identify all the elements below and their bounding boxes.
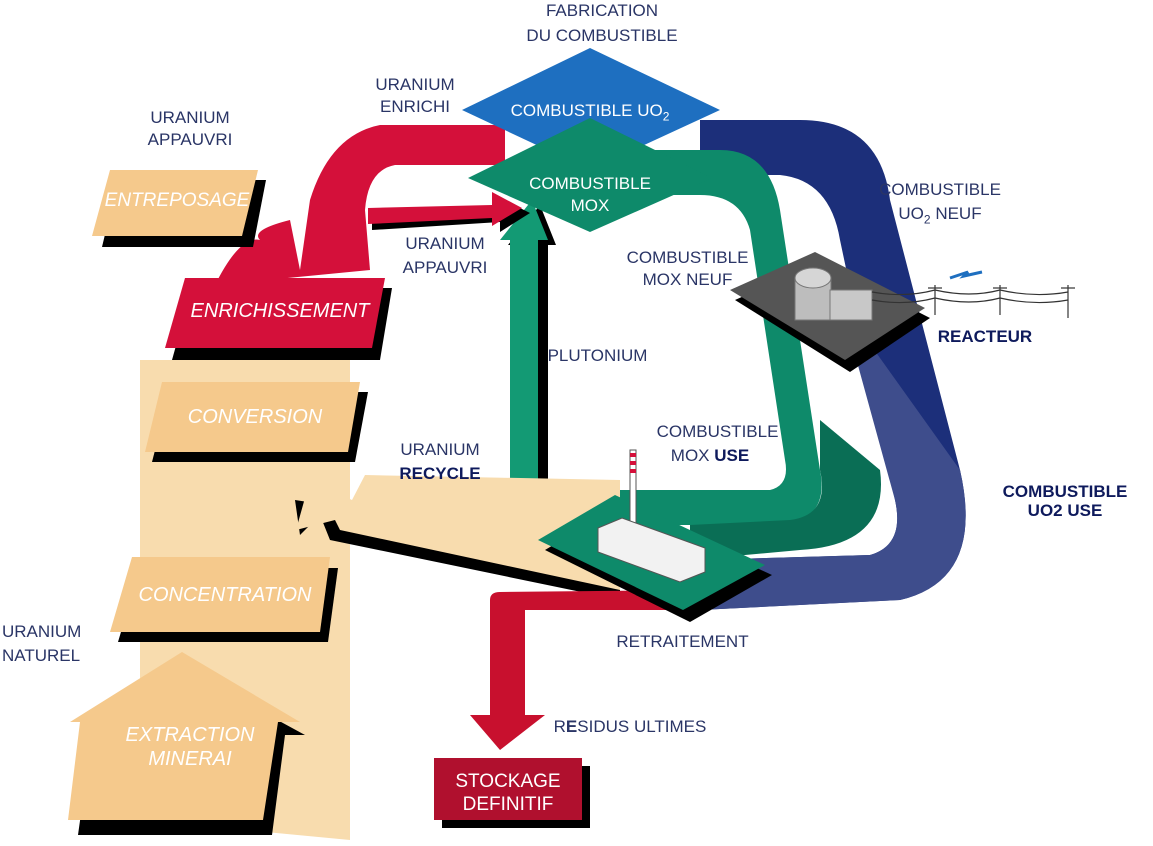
uo2-used-band [700,300,966,610]
uranium-appauvri-mid-1: URANIUM [405,234,485,253]
stockage-box [434,758,582,820]
uranium-enrichi-label-2: ENRICHI [380,97,450,116]
uranium-appauvri-top-2: APPAUVRI [147,130,233,149]
combustible-uo2-neuf-1: COMBUSTIBLE [879,180,1001,199]
combustible-uo2-use-2: UO2 USE [1027,501,1103,520]
stockage-label-1: STOCKAGE [455,771,561,792]
uranium-recycle-1: URANIUM [400,440,480,459]
fabrication-title-2: DU COMBUSTIBLE [526,26,678,45]
retraitement-building [597,517,706,583]
reacteur-building [829,289,873,321]
combustible-mox-neuf-1: COMBUSTIBLE [626,248,749,267]
combustible-mox-label-2: MOX [570,196,610,215]
reacteur-dome-top [794,267,832,289]
extraction-label-1: EXTRACTION [125,724,255,746]
mox-loop [560,150,822,525]
entreposage-box [92,170,258,236]
extraction-arrow [68,652,300,820]
combustible-uo2-neuf-2: UO2 NEUF [898,204,982,227]
uranium-appauvri-top-1: URANIUM [150,108,230,127]
conversion-box [145,382,360,452]
stockage-label-2: DEFINITIF [462,794,554,815]
combustible-mox-label-1: COMBUSTIBLE [529,174,651,193]
conversion-label: CONVERSION [187,406,323,428]
residus-label: RESIDUS ULTIMES [553,717,707,736]
combustible-uo2-diamond [462,48,720,170]
uranium-recycle-2: RECYCLE [399,464,481,483]
combustible-mox-diamond [468,118,712,232]
combustible-mox-use-1: COMBUSTIBLE [656,422,779,441]
chimney-stripe-3 [630,469,636,473]
combustible-mox-use-2: MOX USE [670,446,750,465]
chimney-stripe-1 [630,453,636,457]
reacteur-label: REACTEUR [937,327,1033,346]
mox-used-band [690,420,881,560]
uranium-recycle-arrow [296,475,620,590]
retraitement-label: RETRAITEMENT [616,632,749,651]
lightning-icon [949,270,983,280]
combustible-uo2-use-1: COMBUSTIBLE [1002,482,1128,501]
enrichissement-box [165,278,385,348]
uranium-naturel-2: NATUREL [2,646,81,665]
fabrication-title-1: FABRICATION [545,1,659,20]
power-lines [871,285,1075,318]
uranium-appauvri-mid-2: APPAUVRI [402,258,488,277]
combustible-mox-neuf-2: MOX NEUF [642,270,733,289]
concentration-label: CONCENTRATION [138,584,312,606]
plutonium-flow [500,200,595,515]
uranium-enrichi-label-1: URANIUM [375,75,455,94]
appauvri-flow [368,192,522,226]
combustible-uo2-label: COMBUSTIBLE UO2 [510,101,670,124]
entreposage-label: ENTREPOSAGE [104,190,250,211]
enrichi-flow [215,125,505,285]
enrichissement-label: ENRICHISSEMENT [190,300,370,322]
uranium-naturel-1: URANIUM [2,622,82,641]
plutonium-label: PLUTONIUM [547,346,648,365]
extraction-label-2: MINERAI [148,748,232,770]
chimney-stripe-2 [630,461,636,465]
concentration-box [110,557,330,632]
